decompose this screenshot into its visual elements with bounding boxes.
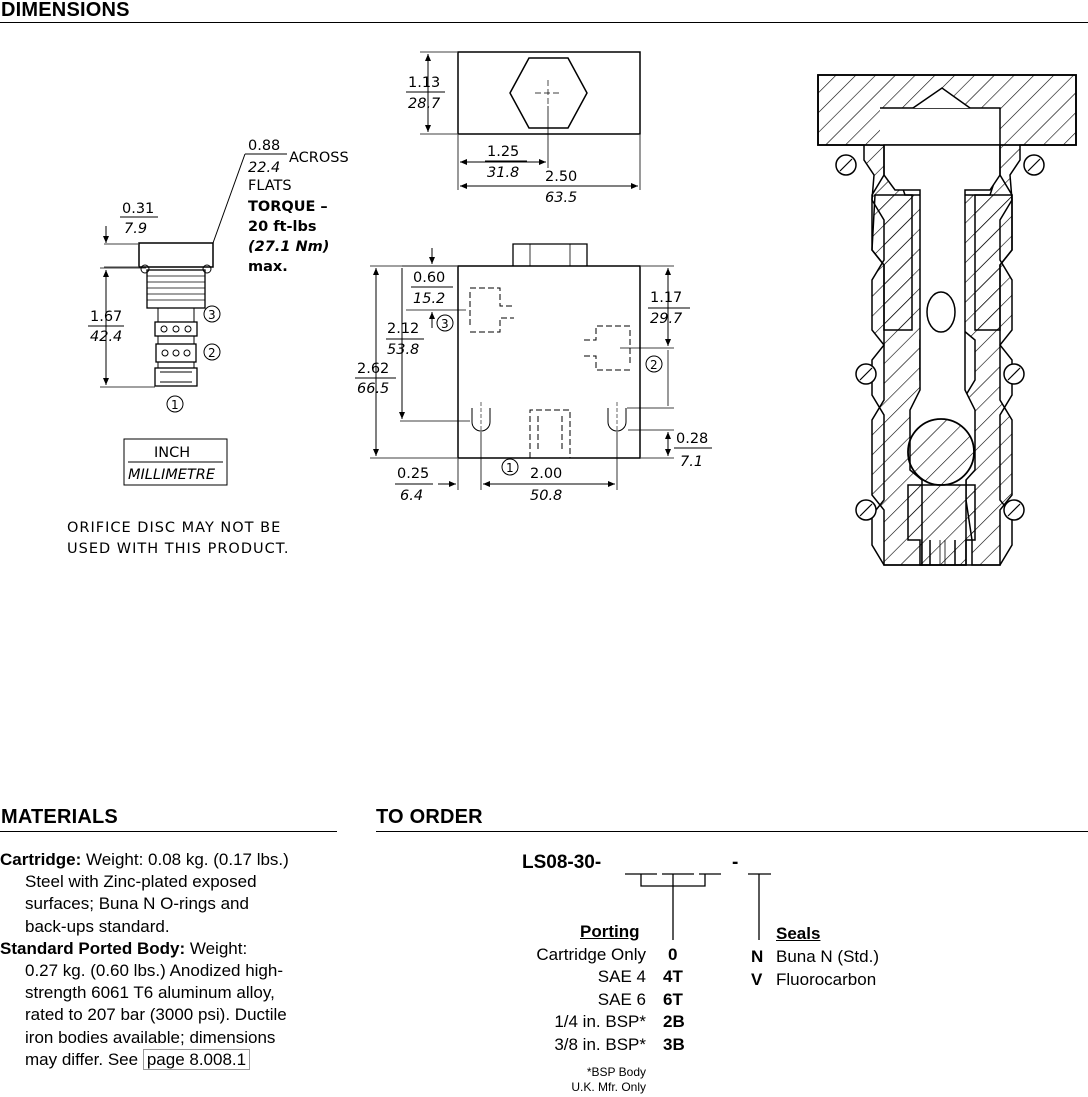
front-l-mm: 6.4	[400, 488, 423, 504]
dimensions-rule	[0, 22, 1088, 23]
seal-code-1: V	[751, 970, 763, 989]
body-line-2: strength 6061 T6 aluminum alloy,	[25, 983, 275, 1003]
across-flats-mm: 22.4	[248, 160, 280, 176]
front-p3-in: 0.60	[413, 270, 445, 286]
top-c-in: 1.25	[487, 144, 519, 160]
materials-section: Cartridge: Weight: 0.08 kg. (0.17 lbs.) …	[0, 849, 330, 1071]
porting-label-4: 3/8 in. BSP*	[554, 1035, 646, 1054]
page-link[interactable]: page 8.008.1	[142, 1048, 251, 1070]
front-port-2: 2	[650, 358, 658, 372]
top-h-in: 1.13	[408, 75, 440, 91]
seals-header: Seals	[776, 924, 821, 943]
top-h-mm: 28.7	[408, 96, 441, 112]
body-top-view	[406, 51, 641, 190]
to-order-heading: TO ORDER	[376, 806, 483, 828]
cart-port-2: 2	[208, 346, 216, 360]
cartridge-line-1: Steel with Zinc-plated exposed	[25, 872, 257, 892]
front-p3b-mm: 53.8	[387, 342, 419, 358]
front-port-3: 3	[441, 317, 449, 331]
body-line-1: 0.27 kg. (0.60 lbs.) Anodized high-	[25, 961, 283, 981]
legend-mm: MILLIMETRE	[128, 467, 216, 483]
porting-code-0: 0	[668, 945, 678, 964]
front-mh-mm: 7.1	[680, 454, 703, 470]
front-h-in: 2.62	[357, 361, 389, 377]
materials-rule	[0, 831, 337, 832]
orifice-note-2: USED WITH THIS PRODUCT.	[67, 541, 289, 557]
porting-label-0: Cartridge Only	[536, 945, 646, 964]
cartridge-cross-section	[817, 74, 1077, 566]
across-label: ACROSS	[289, 150, 349, 166]
porting-label-2: SAE 6	[597, 990, 646, 1009]
cart-port-3: 3	[208, 308, 216, 322]
dimensions-heading: DIMENSIONS	[1, 0, 130, 21]
model-dash: -	[732, 852, 739, 873]
porting-code-3: 2B	[663, 1012, 685, 1031]
porting-code-2: 6T	[663, 990, 683, 1009]
bsp-footnote-1: *BSP Body	[586, 1065, 646, 1079]
dimension-drawings: 0.88 22.4 ACROSS FLATS TORQUE – 20 ft-lb…	[67, 51, 1077, 566]
porting-label-3: 1/4 in. BSP*	[554, 1012, 646, 1031]
to-order-rule	[376, 831, 1088, 832]
hex-in: 0.31	[122, 201, 154, 217]
porting-code-4: 3B	[663, 1035, 685, 1054]
front-p2-mm: 29.7	[650, 311, 683, 327]
front-s-mm: 50.8	[530, 488, 562, 504]
seal-label-1: Fluorocarbon	[776, 970, 877, 989]
cartridge-materials: Cartridge: Weight: 0.08 kg. (0.17 lbs.)	[0, 850, 289, 869]
body-materials: Standard Ported Body: Weight:	[0, 938, 248, 958]
front-l-in: 0.25	[397, 466, 429, 482]
body-line-5: may differ. See page 8.008.1	[0, 1048, 330, 1071]
seal-label-0: Buna N (Std.)	[776, 947, 879, 966]
cartridge-line-3: back-ups standard.	[25, 916, 170, 936]
model-code: LS08-30-	[522, 852, 602, 873]
porting-label-1: SAE 4	[597, 967, 646, 986]
body-line-4: iron bodies available; dimensions	[25, 1027, 276, 1047]
porting-code-1: 4T	[663, 967, 683, 986]
front-mh-in: 0.28	[676, 431, 708, 447]
cart-port-1: 1	[171, 398, 179, 412]
legend-inch: INCH	[154, 445, 190, 461]
across-flats-in: 0.88	[248, 138, 280, 154]
orifice-note-1: ORIFICE DISC MAY NOT BE	[67, 520, 281, 536]
front-p2-in: 1.17	[650, 290, 682, 306]
top-w-in: 2.50	[545, 169, 577, 185]
cartridge-side-view	[88, 153, 287, 486]
length-in: 1.67	[90, 309, 122, 325]
seal-code-0: N	[751, 947, 764, 966]
cartridge-line-2: surfaces; Buna N O-rings and	[25, 894, 249, 914]
hex-mm: 7.9	[124, 221, 147, 237]
body-line-3: rated to 207 bar (3000 psi). Ductile	[25, 1005, 287, 1025]
torque-line-1: TORQUE –	[248, 199, 328, 215]
torque-line-2: 20 ft-lbs	[248, 219, 316, 235]
body-front-view	[355, 243, 712, 490]
top-w-mm: 63.5	[545, 190, 577, 206]
front-p3b-in: 2.12	[387, 321, 419, 337]
front-p3-mm: 15.2	[413, 291, 445, 307]
materials-heading: MATERIALS	[1, 806, 118, 828]
length-mm: 42.4	[90, 329, 122, 345]
top-c-mm: 31.8	[487, 165, 519, 181]
front-s-in: 2.00	[530, 466, 562, 482]
flats-label: FLATS	[248, 178, 292, 194]
torque-line-4: max.	[248, 259, 288, 275]
front-port-1: 1	[506, 461, 514, 475]
front-h-mm: 66.5	[357, 381, 389, 397]
porting-header: Porting	[580, 922, 640, 941]
bsp-footnote-2: U.K. Mfr. Only	[571, 1080, 646, 1094]
torque-line-3: (27.1 Nm)	[248, 239, 329, 255]
